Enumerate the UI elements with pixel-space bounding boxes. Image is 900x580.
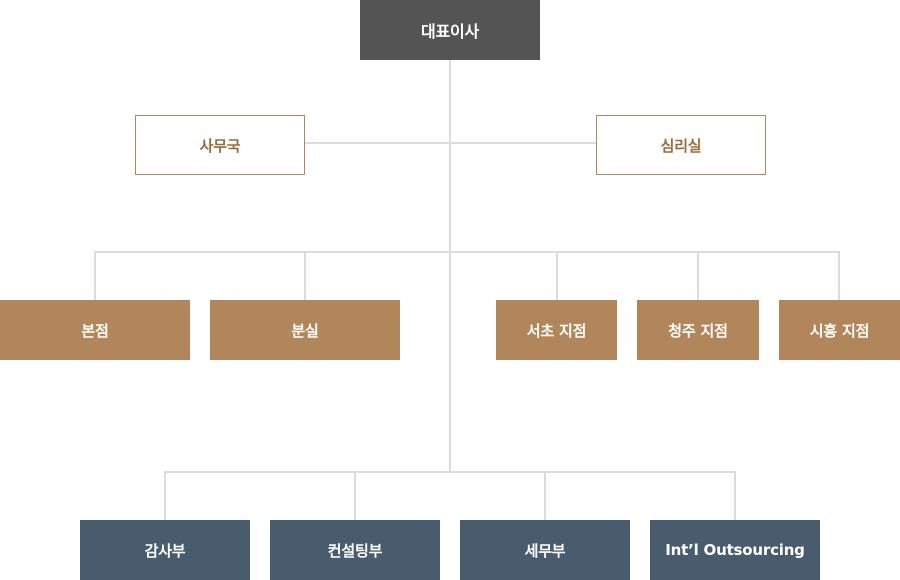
branch-siheung-node: 시흥 지점: [779, 300, 900, 360]
support-connector-line: [305, 142, 596, 144]
branch-main-node: 본점: [0, 300, 190, 360]
branch-seocho-node: 서초 지점: [496, 300, 617, 360]
branch-drop-main: [94, 251, 96, 300]
branch-drop-siheung: [838, 251, 840, 300]
psychology-node: 심리실: [596, 115, 766, 175]
department-tax-node: 세무부: [460, 520, 630, 580]
office-node: 사무국: [135, 115, 305, 175]
ceo-node: 대표이사: [360, 0, 540, 60]
department-intl-node: Int’l Outsourcing: [650, 520, 820, 580]
branch-bus-line: [94, 251, 840, 253]
branch-drop-cheongju: [697, 251, 699, 300]
branch-drop-annex: [304, 251, 306, 300]
department-audit-node: 감사부: [80, 520, 250, 580]
department-drop-audit: [164, 471, 166, 520]
department-bus-line: [164, 471, 736, 473]
trunk-line: [449, 60, 451, 472]
department-drop-intl: [734, 471, 736, 520]
branch-cheongju-node: 청주 지점: [637, 300, 759, 360]
department-consulting-node: 컨설팅부: [270, 520, 440, 580]
branch-annex-node: 분실: [210, 300, 400, 360]
department-drop-tax: [544, 471, 546, 520]
department-drop-consulting: [354, 471, 356, 520]
branch-drop-seocho: [556, 251, 558, 300]
